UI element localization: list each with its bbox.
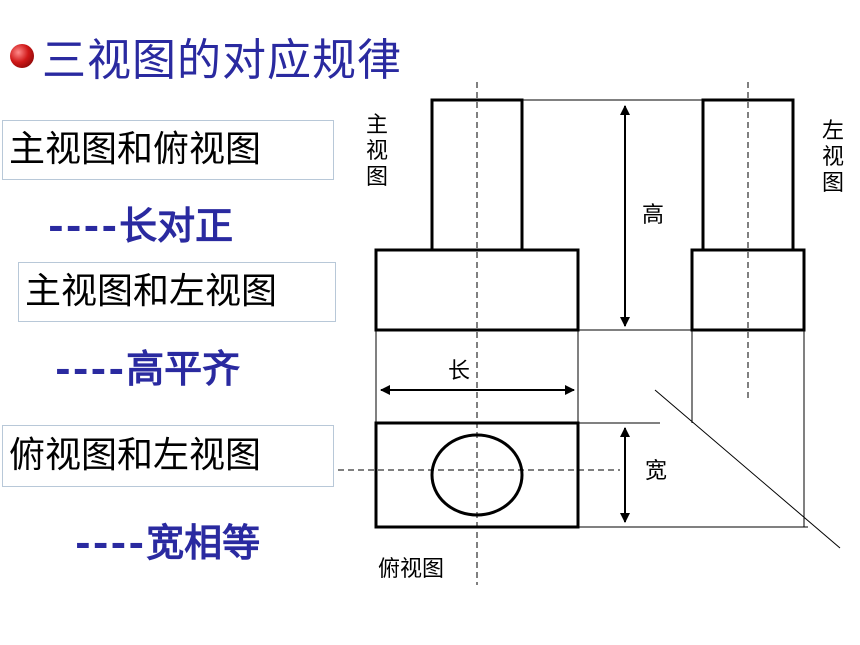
- left-view-base-block: [690, 248, 806, 332]
- rule-2-dash: ----: [55, 346, 127, 391]
- rule-2: ----高平齐: [55, 338, 240, 393]
- rule-3-dash: ----: [75, 520, 147, 565]
- front-view-label-text: 主视图: [366, 113, 388, 190]
- rule-3-text: 宽相等: [146, 520, 261, 565]
- title-text: 三视图的对应规律: [42, 35, 402, 86]
- rule-3: ----宽相等: [75, 512, 260, 567]
- left-view-label-text: 左视图: [822, 119, 844, 196]
- front-view-base-block: [374, 248, 580, 332]
- slide-title: 三视图的对应规律: [10, 28, 402, 86]
- height-label: 高: [642, 203, 664, 228]
- bullet-icon: [10, 44, 34, 68]
- center-lines: [338, 82, 749, 585]
- width-label: 宽: [645, 459, 667, 484]
- left-view-label: 左视图: [822, 119, 844, 196]
- dimensions: [380, 105, 630, 523]
- rule-1-dash: ----: [48, 203, 120, 248]
- front-view: [374, 98, 580, 332]
- front-view-label: 主视图: [366, 113, 388, 190]
- diagonal-45-line: [654, 389, 841, 549]
- left-view: [690, 98, 806, 332]
- length-label: 长: [448, 359, 470, 384]
- rule-1: ----长对正: [48, 195, 233, 250]
- pair-box-1: 主视图和俯视图: [2, 120, 334, 180]
- rule-2-text: 高平齐: [126, 346, 241, 391]
- rule-1-text: 长对正: [119, 203, 234, 248]
- projection-lines: [375, 99, 841, 549]
- pair-box-3: 俯视图和左视图: [2, 425, 334, 487]
- pair-box-2: 主视图和左视图: [18, 262, 336, 322]
- top-view-label: 俯视图: [378, 557, 444, 582]
